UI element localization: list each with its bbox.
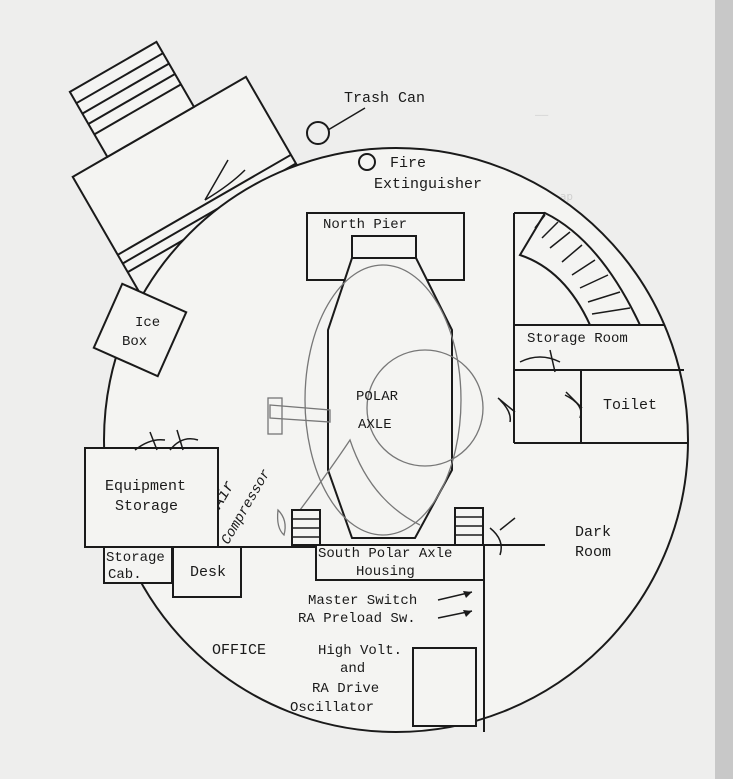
entry-vestibule	[68, 40, 323, 309]
storage-cab-label-2: Cab.	[108, 567, 142, 583]
axle-bearing-left	[291, 509, 321, 546]
svg-text:——: ——	[535, 108, 549, 121]
extinguisher-label: Extinguisher	[374, 176, 482, 193]
right-shadow-strip	[715, 0, 733, 779]
storage-label: Storage	[115, 498, 178, 515]
pencil-sketch-clamp	[267, 397, 283, 435]
equipment-door-arc-1	[134, 438, 166, 451]
storage-room-door-arc	[519, 356, 561, 363]
master-switch-label: Master Switch	[308, 593, 417, 609]
equipment-storage	[84, 447, 219, 548]
trash-can-label: Trash Can	[344, 90, 425, 107]
equipment-door-line-2	[176, 429, 184, 451]
office-label: OFFICE	[212, 642, 266, 659]
box-label: Box	[122, 334, 147, 350]
room-label: Room	[575, 544, 611, 561]
axle-label: AXLE	[358, 417, 392, 433]
ra-drive-label: RA Drive	[312, 681, 379, 697]
compressor-sketch	[276, 508, 286, 537]
storage-cabinet	[103, 546, 173, 584]
equipment-door-line-1	[149, 431, 158, 451]
pencil-sketch-circle	[366, 349, 484, 467]
storage-room-label: Storage Room	[527, 331, 628, 347]
entry-door-arc	[204, 169, 246, 201]
dark-room-door-line	[499, 517, 516, 531]
ra-preload-arrowhead	[463, 610, 472, 617]
fire-label: Fire	[390, 155, 426, 172]
fire-extinguisher-icon	[358, 153, 376, 171]
housing-label: Housing	[356, 564, 415, 580]
side-door-line	[497, 397, 516, 413]
pencil-sketch-curve	[299, 438, 421, 526]
dark-room-door-arc	[489, 527, 502, 556]
pencil-sketch-oval	[304, 264, 462, 536]
storage-room-door-line	[549, 349, 556, 373]
ice-label: Ice	[135, 315, 160, 331]
trash-can-pointer	[327, 107, 366, 131]
equipment-label: Equipment	[105, 478, 186, 495]
equipment-door-arc-2	[169, 438, 199, 451]
south-polar-axle-housing	[315, 544, 485, 581]
high-volt-cabinet	[412, 647, 477, 727]
dark-label: Dark	[575, 524, 611, 541]
pencil-sketch-arm	[269, 404, 331, 423]
north-pier-label: North Pier	[323, 217, 407, 233]
polar-axle-frame	[327, 257, 453, 539]
high-volt-label: High Volt.	[318, 643, 402, 659]
axle-bearing-right	[454, 507, 484, 546]
desk	[172, 546, 242, 598]
desk-label: Desk	[190, 564, 226, 581]
ra-preload-label: RA Preload Sw.	[298, 611, 416, 627]
ice-box	[92, 282, 188, 378]
trash-can-icon	[306, 121, 330, 145]
and-label: and	[340, 661, 365, 677]
master-switch-arrowhead	[463, 591, 472, 598]
entry-door-line	[204, 159, 229, 201]
toilet-label: Toilet	[603, 397, 657, 414]
south-polar-axle-label: South Polar Axle	[318, 546, 452, 562]
oscillator-label: Oscillator	[290, 700, 374, 716]
pier-mount-block	[351, 235, 417, 259]
polar-label: POLAR	[356, 389, 399, 405]
storage-cab-label-1: Storage	[106, 550, 165, 566]
toilet-door-line	[565, 391, 583, 409]
